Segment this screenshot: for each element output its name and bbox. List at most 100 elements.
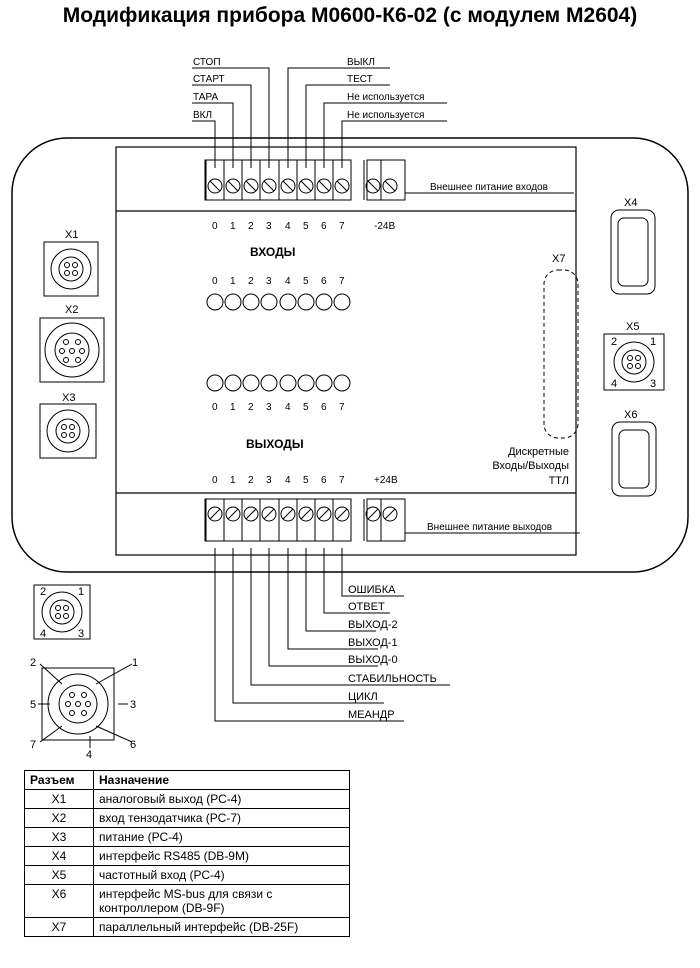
input-terminal-number: 5 <box>303 221 309 232</box>
output-terminal-number: 0 <box>212 475 218 486</box>
x3-connector <box>39 403 97 459</box>
input-terminal-block <box>204 159 352 201</box>
output-led <box>206 374 224 392</box>
input-led-number: 0 <box>212 276 218 287</box>
output-screw-terminal <box>316 506 332 522</box>
pinout-7-pin-3: 3 <box>130 699 136 711</box>
output-terminal-number: 5 <box>303 475 309 486</box>
output-led-number: 4 <box>285 402 291 413</box>
pinout-4-pin-1: 1 <box>78 586 84 598</box>
x7-caption-2: Входы/Выходы <box>492 460 569 472</box>
x1-pins <box>64 262 78 276</box>
input-led <box>206 293 224 311</box>
input-screw-terminal <box>316 178 332 194</box>
pinout-7-pin-2: 2 <box>30 657 36 669</box>
input-screw-terminal <box>365 178 381 194</box>
top-signal-label: СТАРТ <box>193 74 225 85</box>
x3-pins <box>61 424 75 438</box>
input-screw-terminal <box>261 178 277 194</box>
input-led <box>315 293 333 311</box>
pinout-7-pin-7: 7 <box>30 739 36 751</box>
table-cell-purpose: частотный вход (РС-4) <box>93 865 350 885</box>
table-cell-connector: X7 <box>24 917 94 937</box>
input-led-number: 1 <box>230 276 236 287</box>
output-led-number: 3 <box>266 402 272 413</box>
input-terminal-number: 0 <box>212 221 218 232</box>
pinout-7-pin-6: 6 <box>130 739 136 751</box>
output-led <box>279 374 297 392</box>
top-signal-label: ТАРА <box>193 92 218 103</box>
input-led-number: 6 <box>321 276 327 287</box>
table-header-connector: Разъем <box>24 770 94 790</box>
table-cell-purpose: вход тензодатчика (РС-7) <box>93 808 350 828</box>
table-cell-purpose: интерфейс MS-bus для связи с контроллеро… <box>93 884 350 918</box>
output-led-number: 7 <box>339 402 345 413</box>
top-signal-label: ТЕСТ <box>347 74 373 85</box>
output-power-label: Внешнее питание выходов <box>427 522 552 533</box>
inputs-label: ВХОДЫ <box>250 245 295 259</box>
input-screw-terminal <box>382 178 398 194</box>
input-led-number: 2 <box>248 276 254 287</box>
table-cell-connector: X2 <box>24 808 94 828</box>
table-cell-purpose: аналоговый выход (РС-4) <box>93 789 350 809</box>
output-screw-terminal <box>207 506 223 522</box>
pinout-4-pin-3: 3 <box>78 628 84 640</box>
diagram-title: Модификация прибора М0600-К6-02 (с модул… <box>62 4 638 27</box>
output-terminal-number: 4 <box>285 475 291 486</box>
input-power-label: Внешнее питание входов <box>430 182 548 193</box>
output-led-number: 5 <box>303 402 309 413</box>
x7-caption-1: Дискретные <box>508 446 569 458</box>
input-led-number: 5 <box>303 276 309 287</box>
table-cell-connector: X3 <box>24 827 94 847</box>
bottom-signal-label: ОТВЕТ <box>348 601 385 613</box>
output-screw-terminal <box>382 506 398 522</box>
input-terminal-number: 4 <box>285 221 291 232</box>
output-led <box>297 374 315 392</box>
bottom-signal-label: СТАБИЛЬНОСТЬ <box>348 673 437 685</box>
x3-label: X3 <box>62 392 75 404</box>
x5-pin-2: 2 <box>611 336 617 348</box>
output-power-terminal-block <box>366 498 406 542</box>
input-led-number: 4 <box>285 276 291 287</box>
table-cell-connector: X6 <box>24 884 94 918</box>
x1-connector <box>43 241 99 297</box>
output-terminal-number: 7 <box>339 475 345 486</box>
x4-label: X4 <box>624 197 637 209</box>
input-led <box>242 293 260 311</box>
x2-connector <box>39 317 105 383</box>
top-signal-label: Не используется <box>347 110 424 121</box>
table-cell-purpose: параллельный интерфейс (DB-25F) <box>93 917 350 937</box>
output-power-terminal-label: +24В <box>374 475 398 486</box>
output-terminal-number: 3 <box>266 475 272 486</box>
x5-label: X5 <box>626 321 639 333</box>
table-header-purpose: Назначение <box>93 770 350 790</box>
input-screw-terminal <box>280 178 296 194</box>
input-led-number: 3 <box>266 276 272 287</box>
top-signal-label: СТОП <box>193 57 221 68</box>
pinout-7-pin-1: 1 <box>132 657 138 669</box>
pinout-7-pin-4: 4 <box>86 749 92 761</box>
x2-pins <box>59 339 85 363</box>
output-led <box>315 374 333 392</box>
outputs-label: ВЫХОДЫ <box>246 437 304 451</box>
input-led <box>260 293 278 311</box>
x1-label: X1 <box>65 229 78 241</box>
bottom-signal-label: ЦИКЛ <box>348 691 378 703</box>
x5-connector <box>603 333 665 391</box>
x6-label: X6 <box>624 409 637 421</box>
output-led-number: 0 <box>212 402 218 413</box>
output-terminal-number: 2 <box>248 475 254 486</box>
output-screw-terminal <box>334 506 350 522</box>
output-led-number: 6 <box>321 402 327 413</box>
table-cell-connector: X1 <box>24 789 94 809</box>
input-screw-terminal <box>243 178 259 194</box>
output-screw-terminal <box>280 506 296 522</box>
input-led <box>333 293 351 311</box>
input-screw-terminal <box>225 178 241 194</box>
input-led <box>297 293 315 311</box>
x5-pin-1: 1 <box>650 336 656 348</box>
